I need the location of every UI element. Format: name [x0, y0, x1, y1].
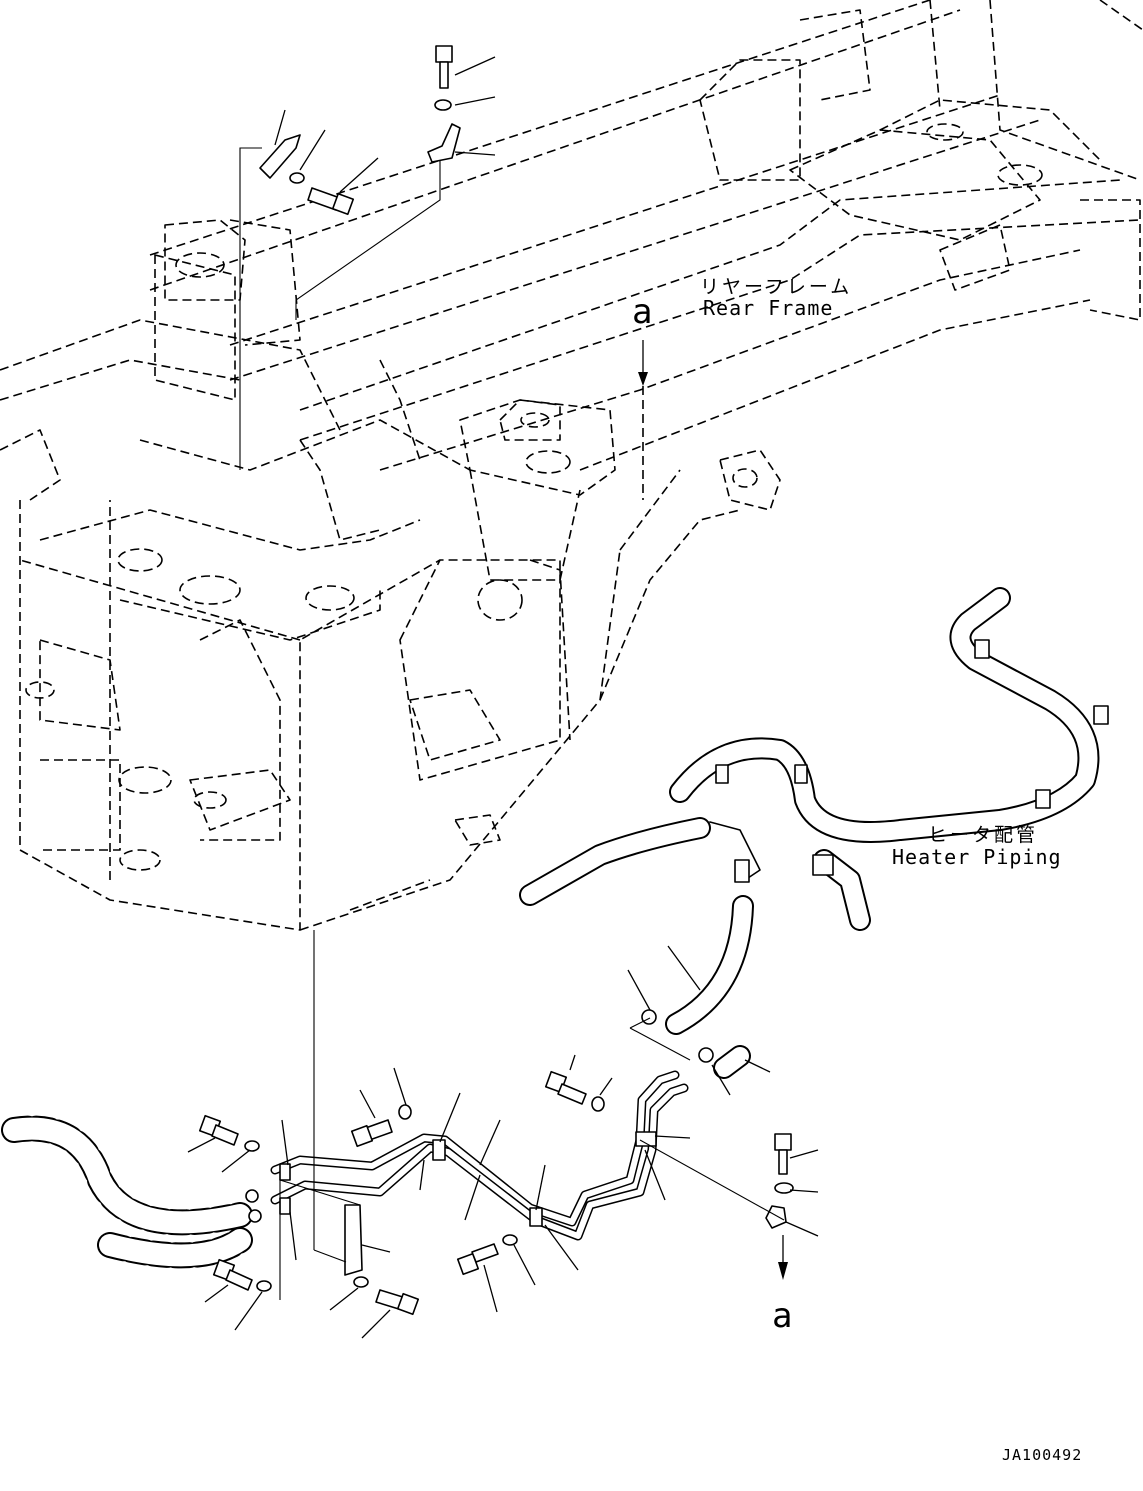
hex-bolt-icon	[350, 1119, 393, 1148]
washer-icon	[353, 1276, 369, 1288]
drawing-number: JA100492	[1002, 1446, 1083, 1464]
frame-holes	[25, 123, 1043, 871]
hex-bolt-icon	[544, 1070, 587, 1105]
pipe-clamp-icon	[259, 134, 301, 179]
washer-icon	[244, 1140, 260, 1152]
washer-icon	[434, 99, 452, 111]
rear-frame-label-en: Rear Frame	[703, 296, 834, 320]
hex-bolt-icon	[212, 1258, 253, 1291]
pipe-clamp-icon	[427, 123, 461, 163]
view-ref-label-bottom: a	[772, 1296, 793, 1336]
washer-icon	[591, 1096, 605, 1112]
pipe-clamp-icon	[279, 1197, 291, 1215]
hex-bolt-icon	[375, 1289, 420, 1316]
view-ref-arrow-bottom	[778, 1235, 788, 1280]
hex-bolt-icon	[774, 1133, 792, 1175]
rear-frame-drawing	[0, 0, 1143, 931]
pipe-clamp-icon	[765, 1205, 787, 1229]
washer-icon	[398, 1104, 412, 1120]
hex-bolt-icon	[456, 1243, 499, 1276]
pipe-clamp-icon	[529, 1207, 543, 1227]
fasteners	[198, 45, 794, 1316]
washer-icon	[698, 1047, 714, 1063]
heater-piping-label-jp: ヒータ配管	[928, 824, 1039, 846]
phantom-hose	[1, 1115, 253, 1269]
down-arrow-icon	[638, 372, 648, 386]
heater-piping-label-en: Heater Piping	[892, 845, 1062, 869]
hex-bolt-icon	[307, 187, 355, 216]
view-ref-label-top: a	[632, 292, 653, 332]
pipe-clamp-icon	[279, 1163, 291, 1181]
washer-icon	[248, 1209, 262, 1223]
washer-icon	[256, 1280, 272, 1292]
lower-pipe-assembly	[270, 1070, 689, 1276]
washer-icon	[774, 1182, 794, 1194]
pipe-clamp-icon	[432, 1139, 446, 1161]
hex-bolt-icon	[198, 1114, 239, 1146]
washer-icon	[502, 1234, 518, 1246]
connector-tube	[665, 895, 754, 1079]
washer-icon	[289, 172, 305, 184]
washer-icon	[245, 1189, 259, 1203]
washer-icon	[641, 1009, 657, 1025]
down-arrow-icon	[778, 1262, 788, 1280]
hex-bolt-icon	[435, 45, 453, 89]
view-ref-arrow-top	[638, 340, 648, 500]
heater-piping-assembly	[519, 587, 1109, 931]
pipe-clamp-icon	[635, 1131, 657, 1147]
rear-frame-label-jp: リヤーフレーム	[700, 276, 853, 298]
leader-lines	[187, 56, 819, 1339]
